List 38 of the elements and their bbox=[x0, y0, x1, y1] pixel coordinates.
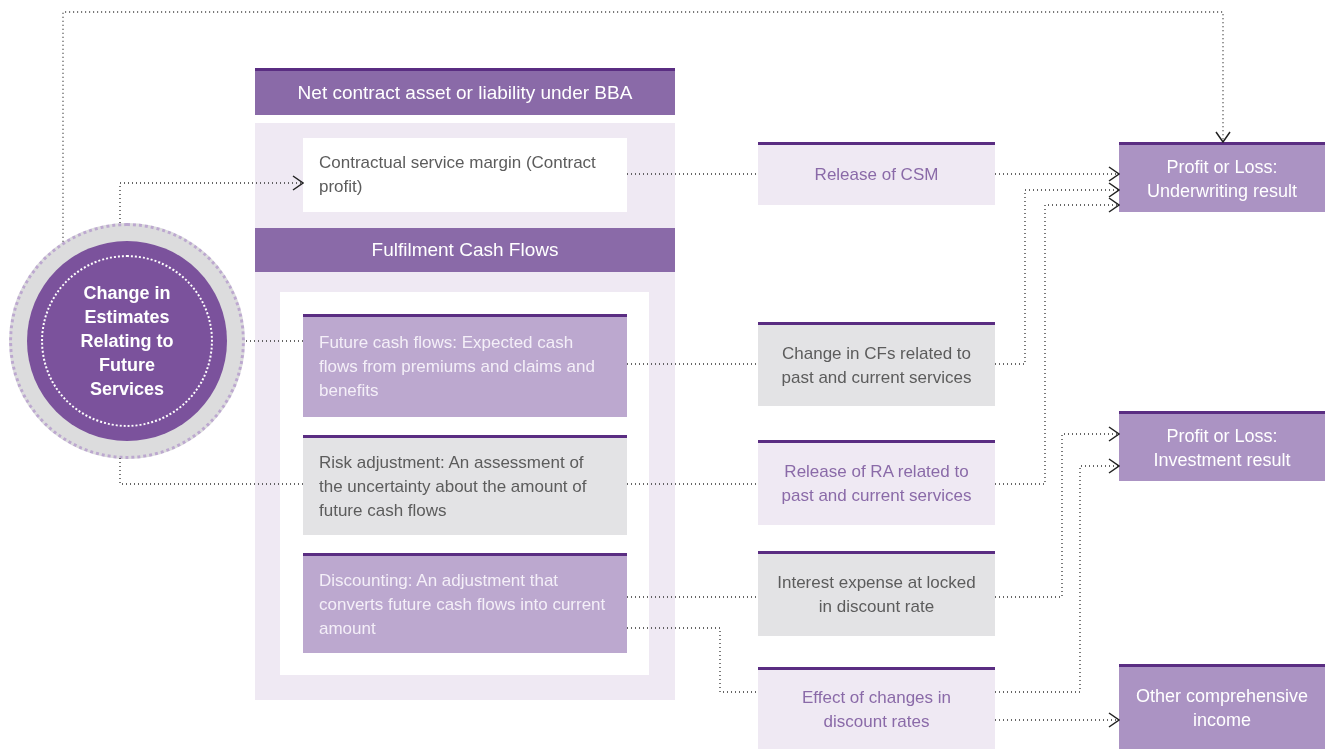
arrow bbox=[994, 458, 1120, 693]
result-box bbox=[1119, 664, 1325, 749]
connector-line bbox=[244, 340, 304, 342]
item-box bbox=[758, 142, 995, 205]
box-text: Other comprehensive income bbox=[1134, 685, 1310, 732]
item-box bbox=[303, 435, 627, 535]
item-box bbox=[758, 440, 995, 525]
item-box bbox=[303, 314, 627, 417]
box-text: Change in CFs related to past and current services bbox=[780, 342, 973, 389]
arrow bbox=[119, 175, 304, 224]
arrow bbox=[994, 712, 1120, 728]
item-box bbox=[758, 322, 995, 406]
box-text: Release of CSM bbox=[814, 164, 939, 186]
box-text: Risk adjustment: An assessment of the uncertainty about the amount of future cash flows bbox=[319, 451, 588, 522]
box-text: Profit or Loss: Investment result bbox=[1152, 424, 1292, 472]
connector-line bbox=[626, 627, 759, 693]
box-text: Future cash flows: Expected cash flows from premiums and claims and benefits bbox=[319, 332, 596, 402]
arrow bbox=[994, 166, 1120, 182]
box-text: Release of RA related to past and current services bbox=[780, 461, 973, 507]
connector-line bbox=[119, 457, 304, 485]
box-text: Contractual service margin (Contract profit) bbox=[319, 152, 597, 198]
arrow bbox=[994, 197, 1120, 485]
result-box bbox=[1119, 411, 1325, 481]
box-text: Interest expense at locked in discount rate bbox=[776, 572, 977, 618]
box-text: Effect of changes in discount rates bbox=[801, 686, 952, 733]
result-box bbox=[1119, 142, 1325, 212]
item-box bbox=[758, 551, 995, 636]
item-box bbox=[758, 667, 995, 749]
box-text: Discounting: An adjustment that converts future cash flows into current amount bbox=[319, 569, 607, 640]
box-text: Change in Estimates Relating to Future Services bbox=[79, 282, 175, 401]
arrow bbox=[994, 182, 1120, 365]
arrow bbox=[994, 426, 1120, 598]
item-box bbox=[303, 553, 627, 653]
box-text: Profit or Loss: Underwriting result bbox=[1145, 155, 1299, 203]
item-box bbox=[303, 138, 627, 212]
panel-header: Net contract asset or liability under BBA bbox=[255, 68, 675, 115]
panel-header: Fulfilment Cash Flows bbox=[255, 228, 675, 272]
arrow bbox=[62, 11, 1231, 243]
